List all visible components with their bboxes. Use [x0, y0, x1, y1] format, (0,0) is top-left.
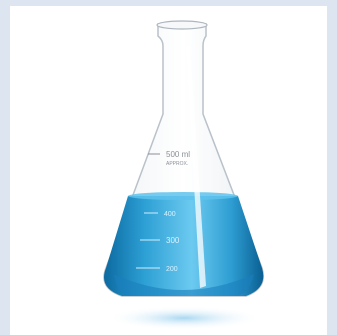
volume-mark-label: 500 ml — [166, 150, 190, 159]
glass-highlight — [186, 46, 206, 288]
grad-label-lower: 200 — [166, 266, 178, 273]
liquid-surface — [128, 192, 238, 200]
flask-rim — [156, 20, 208, 30]
liquid-bottom-glow — [114, 274, 254, 296]
approx-label: APPROX. — [166, 161, 188, 167]
grad-label-middle: 300 — [166, 236, 180, 245]
grad-label-upper: 400 — [164, 211, 176, 218]
photo-frame: 500 ml APPROX. 400 300 200 — [10, 6, 327, 335]
erlenmeyer-flask-photo: 500 ml APPROX. 400 300 200 — [103, 20, 264, 330]
flask-reflection — [106, 306, 262, 330]
flask-liquid — [104, 196, 264, 296]
